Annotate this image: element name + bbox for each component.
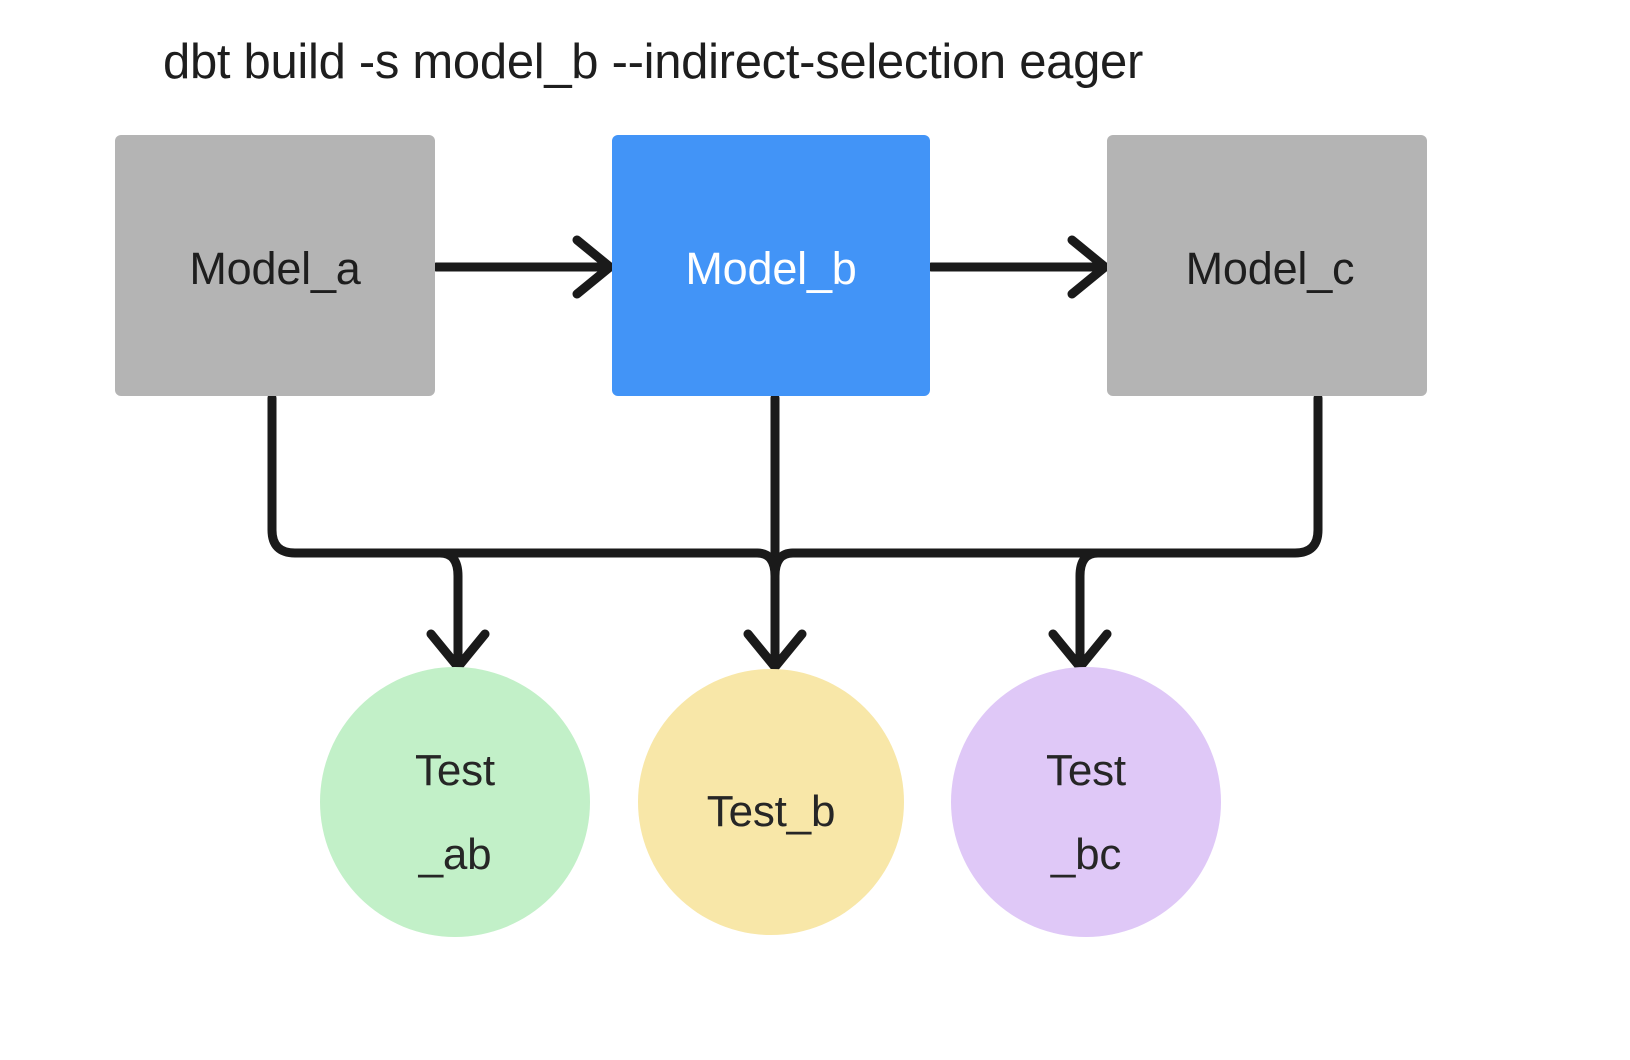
node-model-a[interactable]: Model_a bbox=[115, 135, 435, 396]
test-b-circle[interactable] bbox=[638, 669, 904, 935]
node-test-ab[interactable]: Test _ab bbox=[320, 667, 590, 937]
edge-model-c-to-bus bbox=[1093, 393, 1323, 558]
test-bc-label-line2: _bc bbox=[1050, 830, 1121, 879]
edge-model-a-to-model-b bbox=[431, 235, 615, 299]
test-bc-label-line1: Test bbox=[1046, 746, 1126, 795]
diagram-title: dbt build -s model_b --indirect-selectio… bbox=[163, 35, 1143, 89]
model-b-label: Model_b bbox=[685, 243, 856, 294]
edge-bus-to-test-bc bbox=[1048, 548, 1112, 672]
model-a-label: Model_a bbox=[189, 243, 361, 294]
test-ab-label-line1: Test bbox=[415, 746, 495, 795]
model-b-box[interactable] bbox=[612, 135, 930, 396]
test-ab-label-line2: _ab bbox=[418, 830, 492, 879]
node-model-c[interactable]: Model_c bbox=[1107, 135, 1427, 396]
node-test-b[interactable]: Test_b bbox=[638, 669, 904, 935]
edge-model-b-to-test-b bbox=[743, 393, 807, 672]
edge-model-b-to-model-c bbox=[926, 235, 1110, 299]
test-ab-circle[interactable] bbox=[320, 667, 590, 937]
node-model-b[interactable]: Model_b bbox=[612, 135, 930, 396]
test-b-label-line1: Test_b bbox=[707, 787, 835, 836]
edge-model-a-to-bus bbox=[267, 393, 445, 558]
model-a-box[interactable] bbox=[115, 135, 435, 396]
model-c-box[interactable] bbox=[1107, 135, 1427, 396]
test-bc-circle[interactable] bbox=[951, 667, 1221, 937]
edge-bus-to-test-ab bbox=[426, 548, 490, 672]
node-test-bc[interactable]: Test _bc bbox=[951, 667, 1221, 937]
model-c-label: Model_c bbox=[1186, 243, 1355, 294]
